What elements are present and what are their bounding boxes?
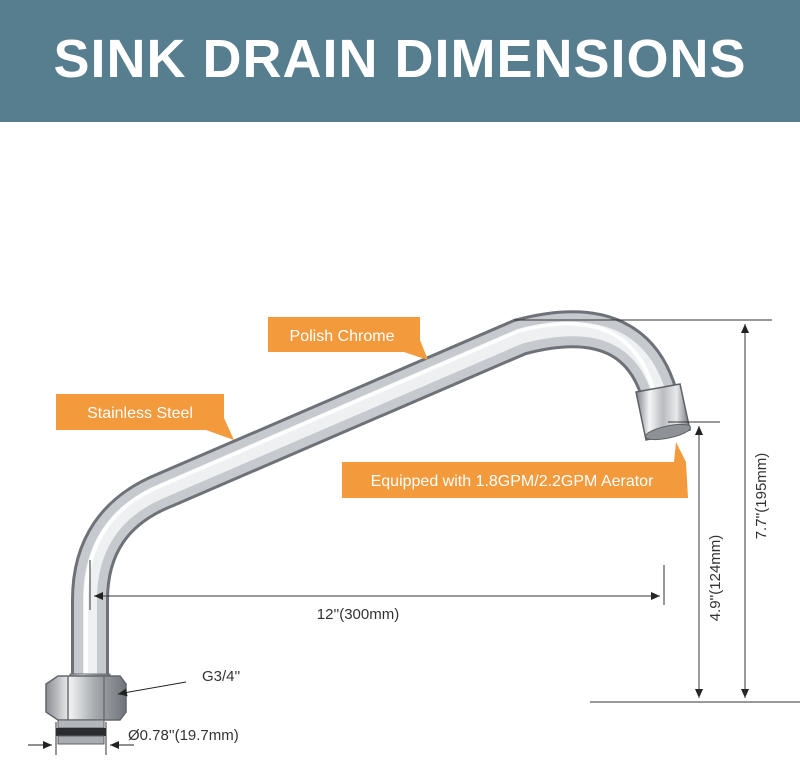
dimension-diameter: Ø0.78''(19.7mm) bbox=[28, 722, 239, 755]
title-banner: SINK DRAIN DIMENSIONS bbox=[0, 0, 800, 122]
dimension-thread: G3/4'' bbox=[117, 668, 240, 697]
dimension-thread-label: G3/4'' bbox=[202, 668, 240, 685]
dimension-outlet-height-label: 4.9''(124mm) bbox=[707, 535, 724, 622]
callout-polish-chrome: Polish Chrome bbox=[268, 317, 428, 360]
callout-polish-chrome-label: Polish Chrome bbox=[290, 328, 395, 345]
hex-nut bbox=[45, 673, 127, 721]
callout-aerator: Equipped with 1.8GPM/2.2GPM Aerator bbox=[342, 442, 688, 498]
dimension-total-height-label: 7.7''(195mm) bbox=[753, 453, 770, 540]
thread-connector bbox=[56, 719, 106, 745]
dimension-total-height: 7.7''(195mm) bbox=[514, 319, 772, 698]
faucet-spout bbox=[71, 310, 681, 680]
callout-stainless-steel: Stainless Steel bbox=[56, 394, 234, 440]
callout-stainless-steel-label: Stainless Steel bbox=[87, 405, 193, 422]
dimension-spout-reach: 12''(300mm) bbox=[89, 560, 665, 623]
dimension-outlet-height: 4.9''(124mm) bbox=[590, 421, 800, 703]
dimension-spout-reach-label: 12''(300mm) bbox=[317, 606, 399, 623]
page-title: SINK DRAIN DIMENSIONS bbox=[53, 29, 747, 89]
aerator bbox=[635, 383, 692, 441]
dimension-diameter-label: Ø0.78''(19.7mm) bbox=[128, 727, 239, 744]
callout-aerator-label: Equipped with 1.8GPM/2.2GPM Aerator bbox=[371, 473, 654, 490]
